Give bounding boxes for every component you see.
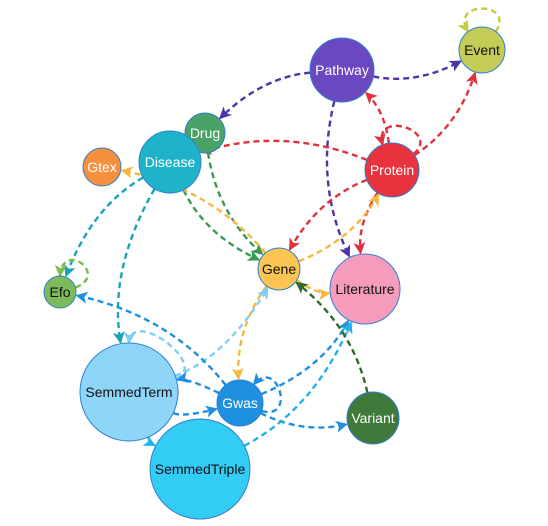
node-gene-label: Gene	[262, 261, 296, 277]
edge-drug-to-gene	[206, 152, 264, 256]
node-gwas-circle[interactable]	[216, 379, 264, 427]
edge-semmedterm-to-gene	[174, 286, 269, 377]
node-gene-circle[interactable]	[257, 247, 301, 291]
node-semmedterm-label: SemmedTerm	[85, 384, 172, 400]
edge-gwas-to-efo	[75, 291, 227, 386]
node-gwas[interactable]: Gwas	[216, 379, 264, 427]
node-semmedtriple-circle[interactable]	[149, 418, 251, 520]
node-event-label: Event	[464, 42, 500, 58]
edge-semmedtriple-to-literature	[243, 321, 353, 447]
edge-gwas-to-semmedterm	[176, 371, 220, 395]
edge-variant-to-gene	[295, 281, 369, 393]
node-gwas-label: Gwas	[222, 395, 258, 411]
node-drug-label: Drug	[190, 125, 220, 141]
node-variant-label: Variant	[351, 410, 394, 426]
edge-pathway-to-event	[373, 60, 462, 80]
edge-pathway-to-literature	[325, 100, 351, 258]
node-semmedtriple[interactable]: SemmedTriple	[149, 418, 251, 520]
node-literature-label: Literature	[335, 281, 394, 297]
node-pathway-label: Pathway	[315, 62, 369, 78]
edge-disease-to-efo	[64, 176, 144, 278]
node-gene[interactable]: Gene	[257, 247, 301, 291]
edge-pathway-to-drug	[219, 71, 311, 120]
edge-efo-to-efo	[54, 258, 89, 289]
edge-protein-to-event	[413, 71, 478, 157]
node-semmedterm-circle[interactable]	[79, 342, 179, 442]
edge-semmedterm-to-gwas	[172, 405, 218, 418]
edge-semmedterm-to-semmedtriple	[142, 435, 156, 447]
node-pathway[interactable]: Pathway	[309, 37, 375, 103]
node-literature[interactable]: Literature	[329, 253, 401, 325]
edge-gene-to-literature	[295, 279, 331, 301]
node-gtex-label: Gtex	[87, 159, 117, 175]
node-protein-label: Protein	[370, 162, 414, 178]
node-event-circle[interactable]	[458, 26, 506, 74]
edge-gwas-to-gwas	[252, 372, 283, 414]
node-literature-circle[interactable]	[329, 253, 401, 325]
edges-layer	[54, 7, 501, 447]
edge-protein-to-gene	[288, 178, 368, 251]
node-event[interactable]: Event	[458, 26, 506, 74]
edge-gwas-to-variant	[260, 412, 348, 433]
node-gtex-circle[interactable]	[82, 147, 122, 187]
node-pathway-circle[interactable]	[309, 37, 375, 103]
node-semmedterm[interactable]: SemmedTerm	[79, 342, 179, 442]
node-efo-circle[interactable]	[43, 275, 77, 309]
node-semmedtriple-label: SemmedTriple	[155, 461, 246, 477]
edge-protein-to-disease	[199, 139, 368, 162]
node-efo-label: Efo	[49, 284, 70, 300]
edge-protein-to-literature	[353, 192, 379, 255]
edge-protein-to-pathway	[365, 91, 391, 144]
node-efo[interactable]: Efo	[43, 275, 77, 309]
edge-gene-to-gwas	[231, 285, 268, 381]
edge-event-to-event	[457, 7, 501, 33]
edge-gene-to-protein	[298, 193, 380, 263]
node-protein[interactable]: Protein	[364, 142, 420, 198]
node-gtex[interactable]: Gtex	[82, 147, 122, 187]
edge-disease-to-gene	[182, 189, 261, 261]
node-disease-label: Disease	[145, 154, 196, 170]
node-variant[interactable]: Variant	[346, 391, 400, 445]
node-protein-circle[interactable]	[364, 142, 420, 198]
node-disease-circle[interactable]	[138, 130, 202, 194]
node-disease[interactable]: Disease	[138, 130, 202, 194]
edge-protein-to-protein	[373, 124, 422, 155]
node-variant-circle[interactable]	[346, 391, 400, 445]
edge-gene-to-gtex	[120, 166, 267, 254]
edge-disease-to-semmedterm	[112, 188, 156, 344]
